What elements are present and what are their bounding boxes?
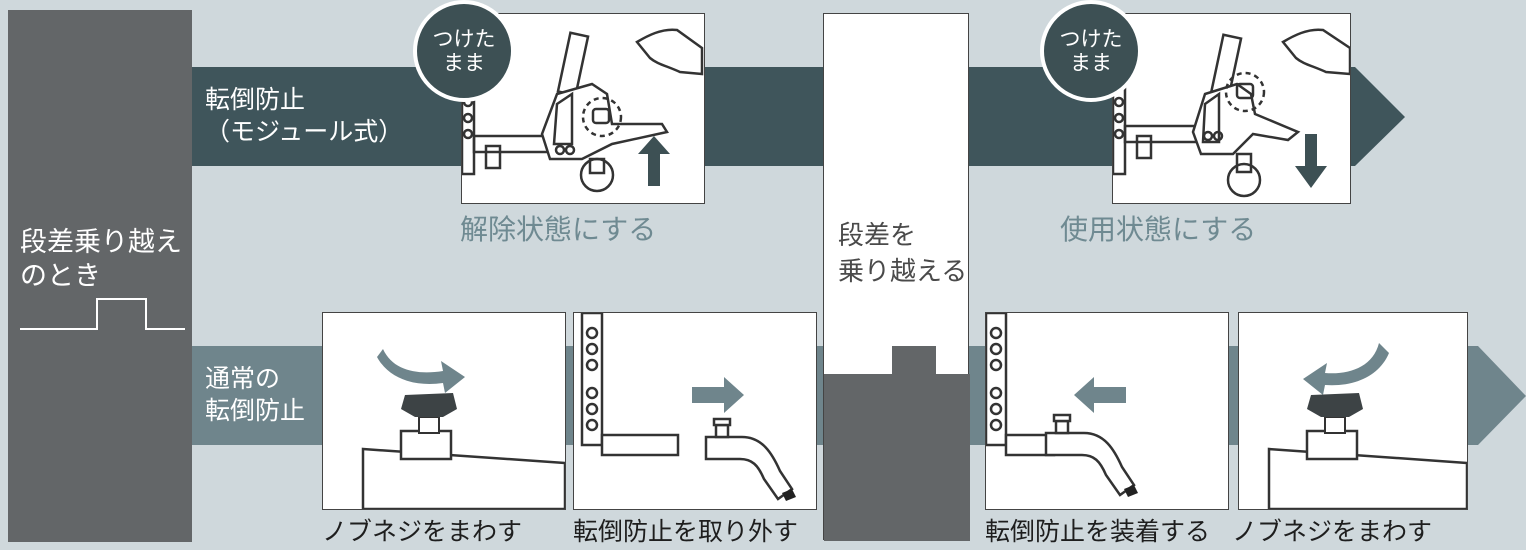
bottom-step-3-panel	[984, 311, 1229, 510]
up-arrow-icon	[638, 136, 670, 186]
bottom-step-2-panel	[573, 311, 817, 510]
left-column	[8, 10, 192, 542]
attach-stopper-illustration	[984, 311, 1138, 497]
center-column-label: 段差を 乗り越える	[838, 221, 968, 287]
step-block-illustration	[824, 346, 970, 541]
top-step-2-caption: 使用状態にする	[1060, 213, 1257, 246]
top-lane-label: 転倒防止 （モジュール式）	[205, 85, 404, 146]
left-column-label: 段差乗り越え のとき	[20, 227, 182, 292]
bottom-step-1-caption: ノブネジをまわす	[322, 517, 523, 546]
left-arrow-icon	[1074, 377, 1126, 413]
rotate-arrow-icon	[377, 349, 465, 393]
keep-attached-badge-2: つけた まま	[1040, 0, 1142, 102]
bottom-step-2-caption: 転倒防止を取り外す	[573, 517, 799, 546]
turn-knob-illustration-2	[1267, 343, 1469, 511]
turn-knob-illustration	[361, 349, 567, 511]
use-illustration	[1111, 28, 1352, 198]
release-illustration	[460, 28, 704, 193]
center-column	[823, 13, 970, 541]
keep-attached-badge: つけた まま	[413, 0, 515, 102]
right-arrow-icon	[692, 377, 744, 413]
top-step-1-caption: 解除状態にする	[460, 213, 657, 246]
step-signal-icon	[20, 298, 185, 330]
bottom-step-4-panel	[1238, 312, 1469, 511]
bottom-step-1-panel	[322, 312, 567, 511]
top-step-2-panel	[1111, 13, 1352, 204]
down-arrow-icon	[1295, 134, 1327, 188]
bottom-lane-label: 通常の 転倒防止	[205, 364, 306, 425]
bottom-step-4-caption: ノブネジをまわす	[1232, 517, 1433, 546]
remove-stopper-illustration	[580, 311, 796, 501]
bottom-step-3-caption: 転倒防止を装着する	[985, 517, 1211, 546]
rotate-arrow-icon-2	[1303, 343, 1389, 395]
